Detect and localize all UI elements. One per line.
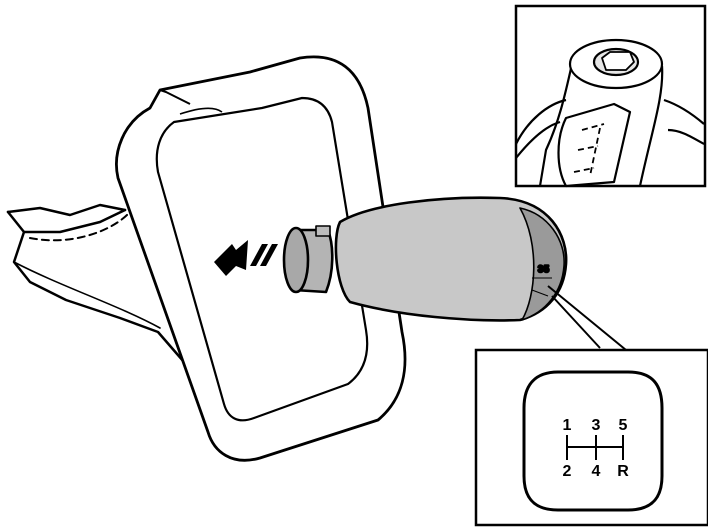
gear-label-2: 2 [563, 463, 572, 480]
gear-label-R: R [617, 463, 629, 480]
gear-label-1: 1 [563, 417, 572, 434]
knob-mark-1: 3 [538, 264, 543, 274]
inset-lever-detail [516, 6, 705, 186]
inset-shift-pattern: 1 3 5 2 4 R [476, 350, 708, 525]
shift-pattern-plate [524, 372, 662, 510]
gear-label-4: 4 [592, 463, 601, 480]
gear-label-5: 5 [619, 417, 628, 434]
callout-lines [548, 286, 708, 350]
gear-label-3: 3 [592, 417, 601, 434]
knob-mark-2: 5 [544, 264, 549, 274]
